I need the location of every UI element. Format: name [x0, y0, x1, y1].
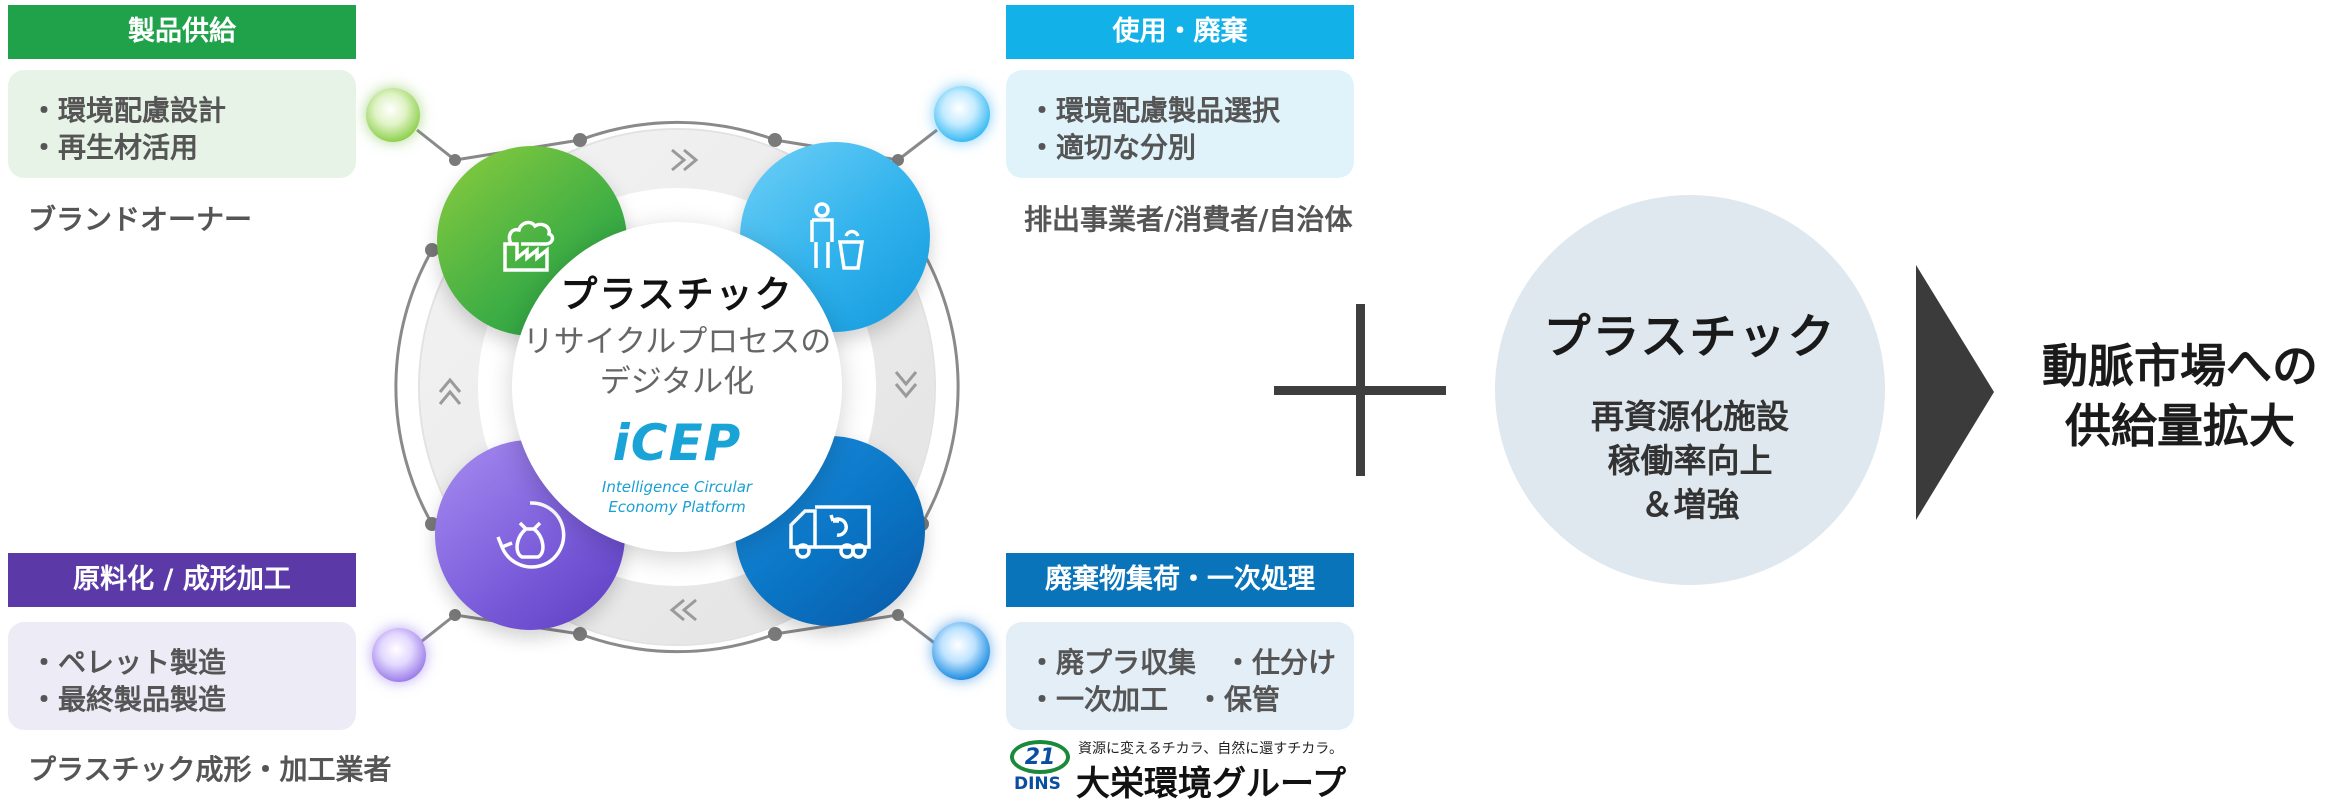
- material-item-2: ・最終製品製造: [30, 683, 227, 716]
- collect-header: 廃棄物集荷・一次処理: [1006, 553, 1354, 607]
- material-header: 原料化 / 成形加工: [8, 553, 356, 607]
- green-orb: [366, 88, 420, 142]
- factory-icon: [503, 220, 555, 272]
- company-name: 大栄環境グループ: [1076, 764, 1346, 804]
- company-tagline: 資源に変えるチカラ、自然に還すチカラ。: [1078, 741, 1344, 757]
- use-item-2: ・適切な分別: [1028, 131, 1197, 164]
- blue-orb: [934, 86, 990, 142]
- right-circle-line1: 再資源化施設: [1591, 397, 1789, 436]
- purple-orb: [372, 628, 426, 682]
- garbage-truck-icon: [789, 505, 871, 559]
- center-circle: プラスチック リサイクルプロセスの デジタル化 iCEP Intelligenc…: [512, 222, 842, 552]
- supply-header: 製品供給: [8, 5, 356, 59]
- collect-item-1: ・廃プラ収集 ・仕分け: [1028, 646, 1337, 679]
- use-box: ・環境配慮製品選択 ・適切な分別: [1006, 70, 1354, 178]
- center-subtitle: リサイクルプロセスの デジタル化: [512, 322, 842, 402]
- icep-logo-sub-line2: Economy Platform: [608, 498, 746, 516]
- center-title: プラスチック: [560, 273, 794, 316]
- center-subtitle-line2: デジタル化: [599, 364, 755, 400]
- use-header: 使用・廃棄: [1006, 5, 1354, 59]
- supply-item-1: ・環境配慮設計: [30, 94, 227, 127]
- right-circle-title: プラスチック: [1543, 310, 1837, 365]
- company-logo: 21 DINS 資源に変えるチカラ、自然に還すチカラ。 大栄環境グループ: [1010, 738, 1360, 804]
- icep-logo-sub-line1: Intelligence Circular: [601, 478, 753, 496]
- recycle-bag-icon: [496, 501, 566, 569]
- right-circle-line2: 稼働率向上: [1607, 441, 1773, 480]
- arrow-right-icon: [1916, 265, 1994, 520]
- center-subtitle-line1: リサイクルプロセスの: [522, 324, 832, 360]
- person-recycle-icon: [810, 202, 865, 270]
- supply-item-2: ・再生材活用: [30, 131, 199, 164]
- recycling-facility-circle: プラスチック 再資源化施設 稼働率向上 ＆増強: [1495, 195, 1885, 585]
- company-logo-abbr: DINS: [1014, 774, 1061, 794]
- collect-item-2: ・一次加工 ・保管: [1028, 683, 1281, 716]
- darkblue-orb: [932, 622, 990, 680]
- supply-box: ・環境配慮設計 ・再生材活用: [8, 70, 356, 178]
- result-line1: 動脈市場への: [2042, 339, 2318, 393]
- material-box: ・ペレット製造 ・最終製品製造: [8, 622, 356, 730]
- result-line2: 供給量拡大: [2065, 399, 2295, 453]
- material-item-1: ・ペレット製造: [30, 646, 227, 679]
- use-actor: 排出事業者/消費者/自治体: [1024, 203, 1353, 236]
- collect-box: ・廃プラ収集 ・仕分け ・一次加工 ・保管: [1006, 622, 1354, 730]
- plus-sign: +: [1274, 304, 1446, 476]
- supply-actor: ブランドオーナー: [28, 203, 253, 236]
- icep-logo: iCEP: [612, 414, 742, 472]
- result-text: 動脈市場への 供給量拡大: [2020, 336, 2340, 456]
- right-circle-line3: ＆増強: [1640, 485, 1740, 524]
- use-item-1: ・環境配慮製品選択: [1028, 94, 1281, 127]
- material-actor: プラスチック成形・加工業者: [28, 753, 392, 786]
- company-logo-number: 21: [1024, 745, 1056, 770]
- right-circle-body: 再資源化施設 稼働率向上 ＆増強: [1495, 395, 1885, 527]
- company-logo-mark: 21: [1010, 740, 1070, 774]
